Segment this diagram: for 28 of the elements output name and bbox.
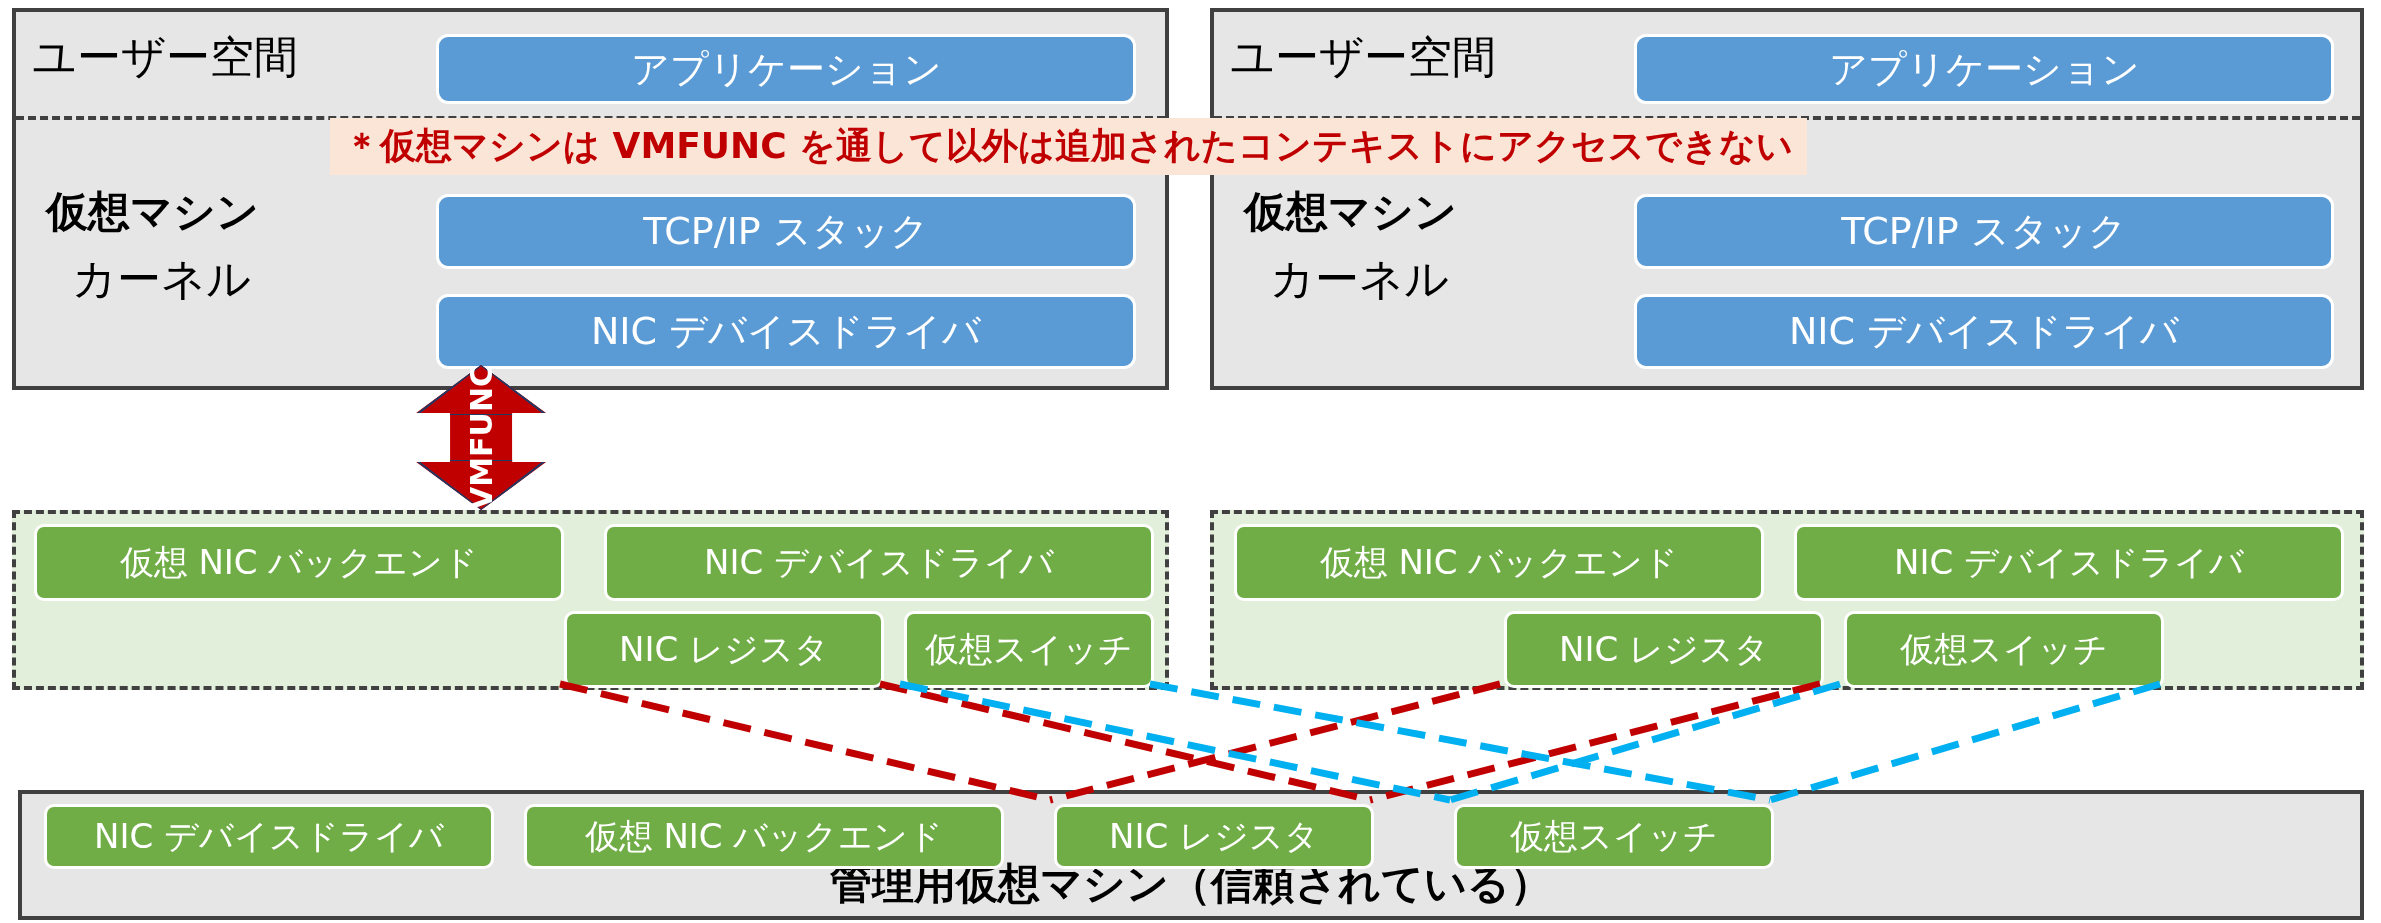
panel-title: 仮想マシン xyxy=(1244,186,1457,238)
component-box: NIC レジスタ xyxy=(1054,804,1374,869)
layer-box: TCP/IP スタック xyxy=(436,194,1136,269)
layer-box: アプリケーション xyxy=(436,34,1136,104)
layer-box: アプリケーション xyxy=(1634,34,2334,104)
component-box: NIC デバイスドライバ xyxy=(1794,524,2344,601)
layer-label: カーネル xyxy=(72,252,251,306)
dashed-region xyxy=(1210,510,2364,690)
component-box: NIC レジスタ xyxy=(564,611,884,688)
component-box: 仮想スイッチ xyxy=(1454,804,1774,869)
component-box: 仮想 NIC バックエンド xyxy=(1234,524,1764,601)
layer-label: ユーザー空間 xyxy=(1230,30,1496,84)
component-box: 仮想スイッチ xyxy=(1844,611,2164,688)
component-box: NIC デバイスドライバ xyxy=(604,524,1154,601)
component-box: 仮想 NIC バックエンド xyxy=(34,524,564,601)
panel-title: 仮想マシン xyxy=(46,186,259,238)
layer-box: NIC デバイスドライバ xyxy=(1634,294,2334,369)
layer-box: NIC デバイスドライバ xyxy=(436,294,1136,369)
component-box: NIC デバイスドライバ xyxy=(44,804,494,869)
note-text: ＊仮想マシンは VMFUNC を通して以外は追加されたコンテキストにアクセスできない xyxy=(330,118,1808,175)
layer-box: TCP/IP スタック xyxy=(1634,194,2334,269)
component-box: NIC レジスタ xyxy=(1504,611,1824,688)
component-box: 仮想スイッチ xyxy=(904,611,1154,688)
machine-panel xyxy=(18,790,2364,920)
layer-label: ユーザー空間 xyxy=(32,30,298,84)
layer-label: カーネル xyxy=(1270,252,1449,306)
component-box: 仮想 NIC バックエンド xyxy=(524,804,1004,869)
dashed-region xyxy=(12,510,1169,690)
